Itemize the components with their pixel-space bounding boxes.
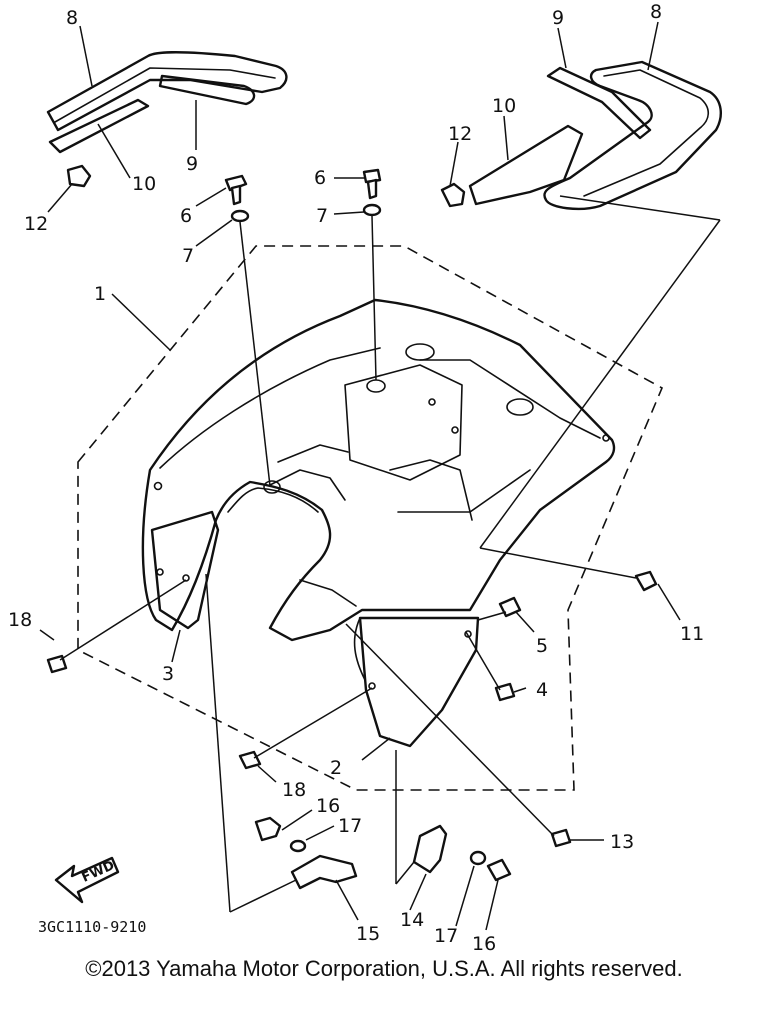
callout-17-right: 17	[434, 925, 458, 947]
part-1-rear-fender	[141, 298, 616, 642]
callout-16-right: 16	[472, 933, 496, 955]
callout-18-left: 18	[8, 609, 32, 631]
bottom-bracket-set	[254, 816, 512, 890]
callout-11: 11	[680, 623, 704, 645]
callout-7-right: 7	[316, 205, 328, 227]
callout-12-left: 12	[24, 213, 48, 235]
callout-4: 4	[536, 679, 548, 701]
callout-6-left: 6	[180, 205, 192, 227]
callout-2: 2	[330, 757, 342, 779]
screws-and-clips	[46, 570, 658, 848]
callout-8-left: 8	[66, 7, 78, 29]
part-code: 3GC1110-9210	[38, 918, 146, 936]
part-3-left-flap	[150, 510, 220, 630]
part-2-rear-skirt	[353, 616, 480, 748]
callout-6-right: 6	[314, 167, 326, 189]
callout-10-right: 10	[492, 95, 516, 117]
callout-8-right: 8	[650, 1, 662, 23]
copyright-notice: ©2013 Yamaha Motor Corporation, U.S.A. A…	[85, 956, 683, 981]
left-bracket-set	[46, 51, 288, 188]
callout-5: 5	[536, 635, 548, 657]
callout-1: 1	[94, 283, 106, 305]
leader-lines	[39, 21, 681, 931]
callout-9-right: 9	[552, 7, 564, 29]
fwd-arrow-icon: FWD	[54, 856, 120, 904]
assembly-outline	[77, 245, 664, 791]
callout-3: 3	[162, 663, 174, 685]
callout-14: 14	[400, 909, 424, 931]
callout-12-right: 12	[448, 123, 472, 145]
callout-17-left: 17	[338, 815, 362, 837]
right-bracket-set	[440, 60, 722, 211]
callout-7-left: 7	[182, 245, 194, 267]
callout-16-left: 16	[316, 795, 340, 817]
callout-10-left: 10	[132, 173, 156, 195]
callout-9-left: 9	[186, 153, 198, 175]
callout-labels: 8 9 10 12 6 7 6 7 9 8 10 12 1 11 5 4 18 …	[8, 1, 704, 955]
callout-18-bottom: 18	[282, 779, 306, 801]
callout-13: 13	[610, 831, 634, 853]
explode-lines	[59, 195, 721, 913]
callout-15: 15	[356, 923, 380, 945]
bolt-washer-set	[224, 168, 382, 223]
